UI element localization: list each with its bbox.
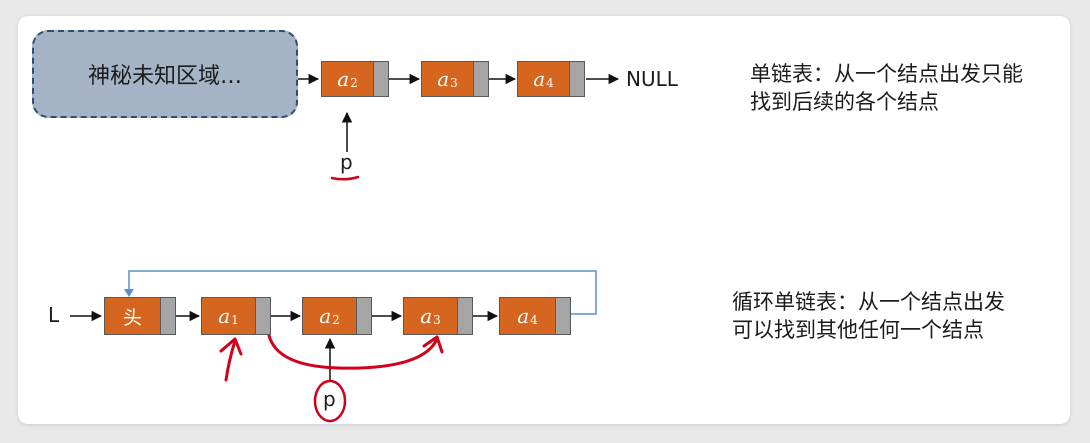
node-label: a — [517, 304, 530, 328]
null-label: NULL — [626, 67, 678, 91]
node-subscript: 3 — [433, 313, 441, 327]
top-pointer-p-label: p — [340, 150, 353, 174]
p-underline-annotation — [330, 175, 360, 181]
loop-back-line — [128, 270, 597, 315]
node-subscript: 4 — [546, 76, 554, 90]
unknown-region-label: 神秘未知区域… — [87, 64, 242, 89]
node-label: a — [533, 67, 546, 91]
loop-back-arrowhead — [124, 289, 134, 297]
top-description: 单链表：从一个结点出发只能 找到后续的各个结点 — [750, 60, 1023, 116]
head-node: 头 — [104, 297, 176, 335]
annotation-p-circle — [313, 379, 347, 423]
node-subscript: 4 — [530, 313, 538, 327]
node-pointer-field — [255, 298, 270, 334]
node-pointer-field — [457, 298, 472, 334]
bottom-pointer-p-label: p — [323, 387, 336, 411]
node-label: a — [420, 304, 433, 328]
node-label: a — [218, 304, 231, 328]
node-pointer-field — [160, 298, 175, 334]
node-subscript: 3 — [450, 76, 458, 90]
node-subscript: 2 — [350, 76, 358, 90]
node-pointer-field — [473, 62, 488, 96]
top-description-line2: 找到后续的各个结点 — [750, 90, 939, 114]
node-label: a — [319, 304, 332, 328]
annotation-up-arrow-a1 — [224, 339, 237, 382]
head-node-data-field: 头 — [105, 298, 160, 334]
annotation-up-arrow-a1-head — [219, 337, 243, 356]
list-L-label: L — [48, 303, 60, 327]
node-pointer-field — [356, 298, 371, 334]
node-pointer-field — [373, 62, 388, 96]
bottom-description-line2: 可以找到其他任何一个结点 — [732, 318, 984, 342]
node-label: a — [337, 67, 350, 91]
node-pointer-field — [555, 298, 570, 334]
bottom-description-line1: 循环单链表：从一个结点出发 — [732, 290, 1005, 314]
top-description-line1: 单链表：从一个结点出发只能 — [750, 62, 1023, 86]
node-label: a — [437, 67, 450, 91]
unknown-region-box: 神秘未知区域… — [32, 30, 298, 118]
node-pointer-field — [569, 62, 584, 96]
annotation-curve-a1-to-a3 — [266, 328, 438, 370]
node-subscript: 2 — [332, 313, 340, 327]
annotation-curve-head — [422, 335, 444, 354]
node-subscript: 1 — [231, 313, 239, 327]
bottom-description: 循环单链表：从一个结点出发 可以找到其他任何一个结点 — [732, 288, 1005, 344]
